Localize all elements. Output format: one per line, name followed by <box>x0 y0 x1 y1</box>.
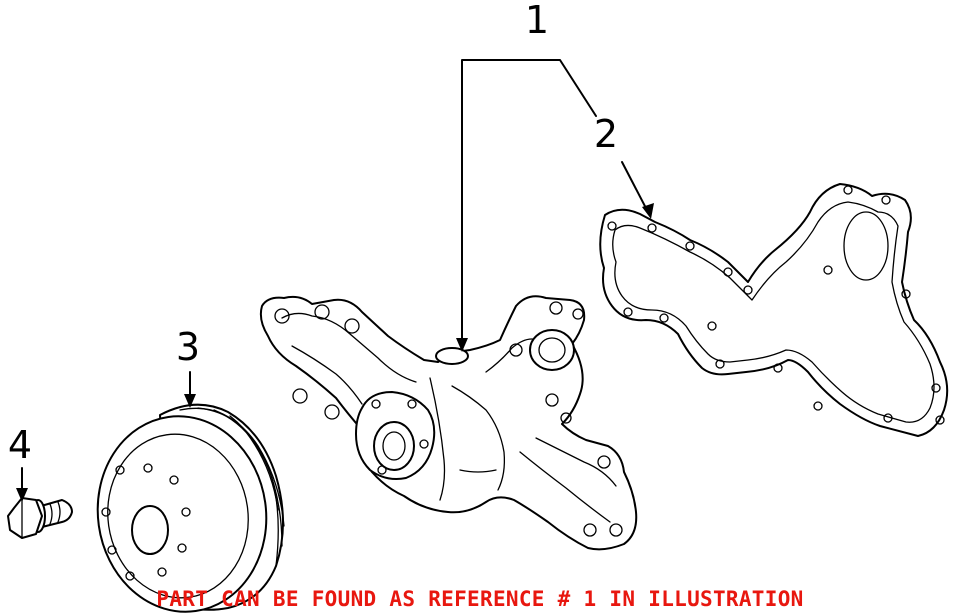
leader-lines <box>16 59 654 502</box>
callout-4: 4 <box>8 423 32 467</box>
callout-1: 1 <box>525 0 549 42</box>
bolt-part <box>7 497 73 539</box>
gasket-bolt-holes <box>607 185 945 425</box>
callout-3: 3 <box>176 325 200 369</box>
pulley-part <box>96 403 285 613</box>
callout-2: 2 <box>594 112 618 156</box>
gasket-part <box>599 183 949 437</box>
water-pump-part <box>259 295 638 551</box>
pulley-bolt-holes <box>101 463 191 581</box>
reference-note: PART CAN BE FOUND AS REFERENCE # 1 IN IL… <box>156 587 803 611</box>
